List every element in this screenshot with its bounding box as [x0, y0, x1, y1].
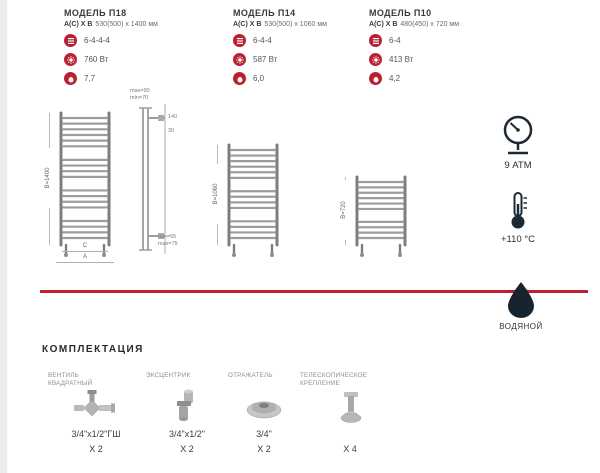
- kit-section-title: КОМПЛЕКТАЦИЯ: [42, 344, 144, 355]
- eccentric-photo: [146, 388, 228, 426]
- kit-item-eccentric: ЭКСЦЕНТРИК 3/4"x1/2" Х 2: [146, 372, 228, 454]
- reflector-photo: [228, 388, 300, 426]
- height-dimension-label: B=720: [340, 180, 348, 240]
- spec-row-volume: 7,7: [64, 72, 214, 85]
- power-icon: [233, 53, 246, 66]
- heating-type-label: ВОДЯНОЙ: [499, 322, 543, 331]
- kit-item-name: ТЕЛЕСКОПИЧЕСКОЕ КРЕПЛЕНИЕ: [300, 372, 368, 387]
- power-icon: [369, 53, 382, 66]
- kit-item-size: 3/4": [256, 429, 272, 439]
- ladder-drawing-p10: [352, 175, 410, 262]
- pressure-gauge-icon: [496, 112, 540, 163]
- kit-item-qty: Х 4: [343, 444, 357, 454]
- annotation-30: 30: [168, 128, 175, 134]
- red-divider-line: [40, 290, 588, 293]
- spec-row-sections: 6-4-4-4: [64, 34, 214, 47]
- kit-item-qty: Х 2: [180, 444, 194, 454]
- kit-item-size: 3/4"x1/2"ГШ: [71, 429, 121, 439]
- kit-item-name: ВЕНТИЛЬ КВАДРАТНЫЙ: [48, 372, 93, 387]
- dimension-label-a: A: [82, 254, 87, 260]
- annotation-bracket-bottom: min=55 max=75: [158, 234, 178, 247]
- height-dimension-label: B=1060: [212, 164, 220, 224]
- annotation-140: 140: [168, 114, 178, 120]
- weight-icon: [64, 72, 77, 85]
- annotation-bracket-top: max=90 min=70: [130, 88, 150, 101]
- telescopic-mount-photo: [300, 388, 400, 426]
- temperature-value: +110 °C: [501, 234, 535, 245]
- kit-item-name: ЭКСЦЕНТРИК: [146, 372, 191, 379]
- spec-row-power: 413 Вт: [369, 53, 509, 66]
- spec-row-power: 587 Вт: [233, 53, 373, 66]
- kit-item-qty: Х 2: [89, 444, 103, 454]
- page-left-edge: [0, 0, 7, 473]
- dimension-label-c: C: [82, 243, 88, 249]
- height-dimension-label: B=1400: [44, 148, 52, 208]
- kit-item-size: 3/4"x1/2": [169, 429, 205, 439]
- dimension-line-c: [62, 251, 108, 252]
- kit-item-reflector: ОТРАЖАТЕЛЬ 3/4" Х 2: [228, 372, 300, 454]
- spec-row-sections: 6-4-4: [233, 34, 373, 47]
- water-drop-icon: [505, 281, 537, 324]
- kit-item-valve: ВЕНТИЛЬ КВАДРАТНЫЙ 3/4"x1/2"ГШ Х 2: [48, 372, 144, 454]
- square-valve-photo: [48, 388, 144, 426]
- model-title: МОДЕЛЬ П10: [369, 8, 432, 18]
- weight-icon: [233, 72, 246, 85]
- power-icon: [64, 53, 77, 66]
- spec-row-sections: 6-4: [369, 34, 509, 47]
- sections-icon: [369, 34, 382, 47]
- model-title: МОДЕЛЬ П18: [64, 8, 127, 18]
- kit-item-qty: Х 2: [257, 444, 271, 454]
- spec-row-volume: 6,0: [233, 72, 373, 85]
- kit-item-telescopic-mount: ТЕЛЕСКОПИЧЕСКОЕ КРЕПЛЕНИЕ Х 4: [300, 372, 400, 454]
- pressure-value: 9 АТМ: [504, 160, 532, 171]
- spec-row-power: 760 Вт: [64, 53, 214, 66]
- model-title: МОДЕЛЬ П14: [233, 8, 296, 18]
- sections-icon: [64, 34, 77, 47]
- sections-icon: [233, 34, 246, 47]
- thermometer-icon: [496, 190, 540, 237]
- weight-icon: [369, 72, 382, 85]
- ladder-drawing-p18: [56, 111, 114, 262]
- kit-item-name: ОТРАЖАТЕЛЬ: [228, 372, 273, 379]
- kit-item-size: [300, 429, 400, 440]
- ladder-drawing-p14: [224, 143, 282, 262]
- spec-row-volume: 4,2: [369, 72, 509, 85]
- dimension-line-a: [56, 262, 114, 263]
- side-view-drawing: [134, 102, 170, 265]
